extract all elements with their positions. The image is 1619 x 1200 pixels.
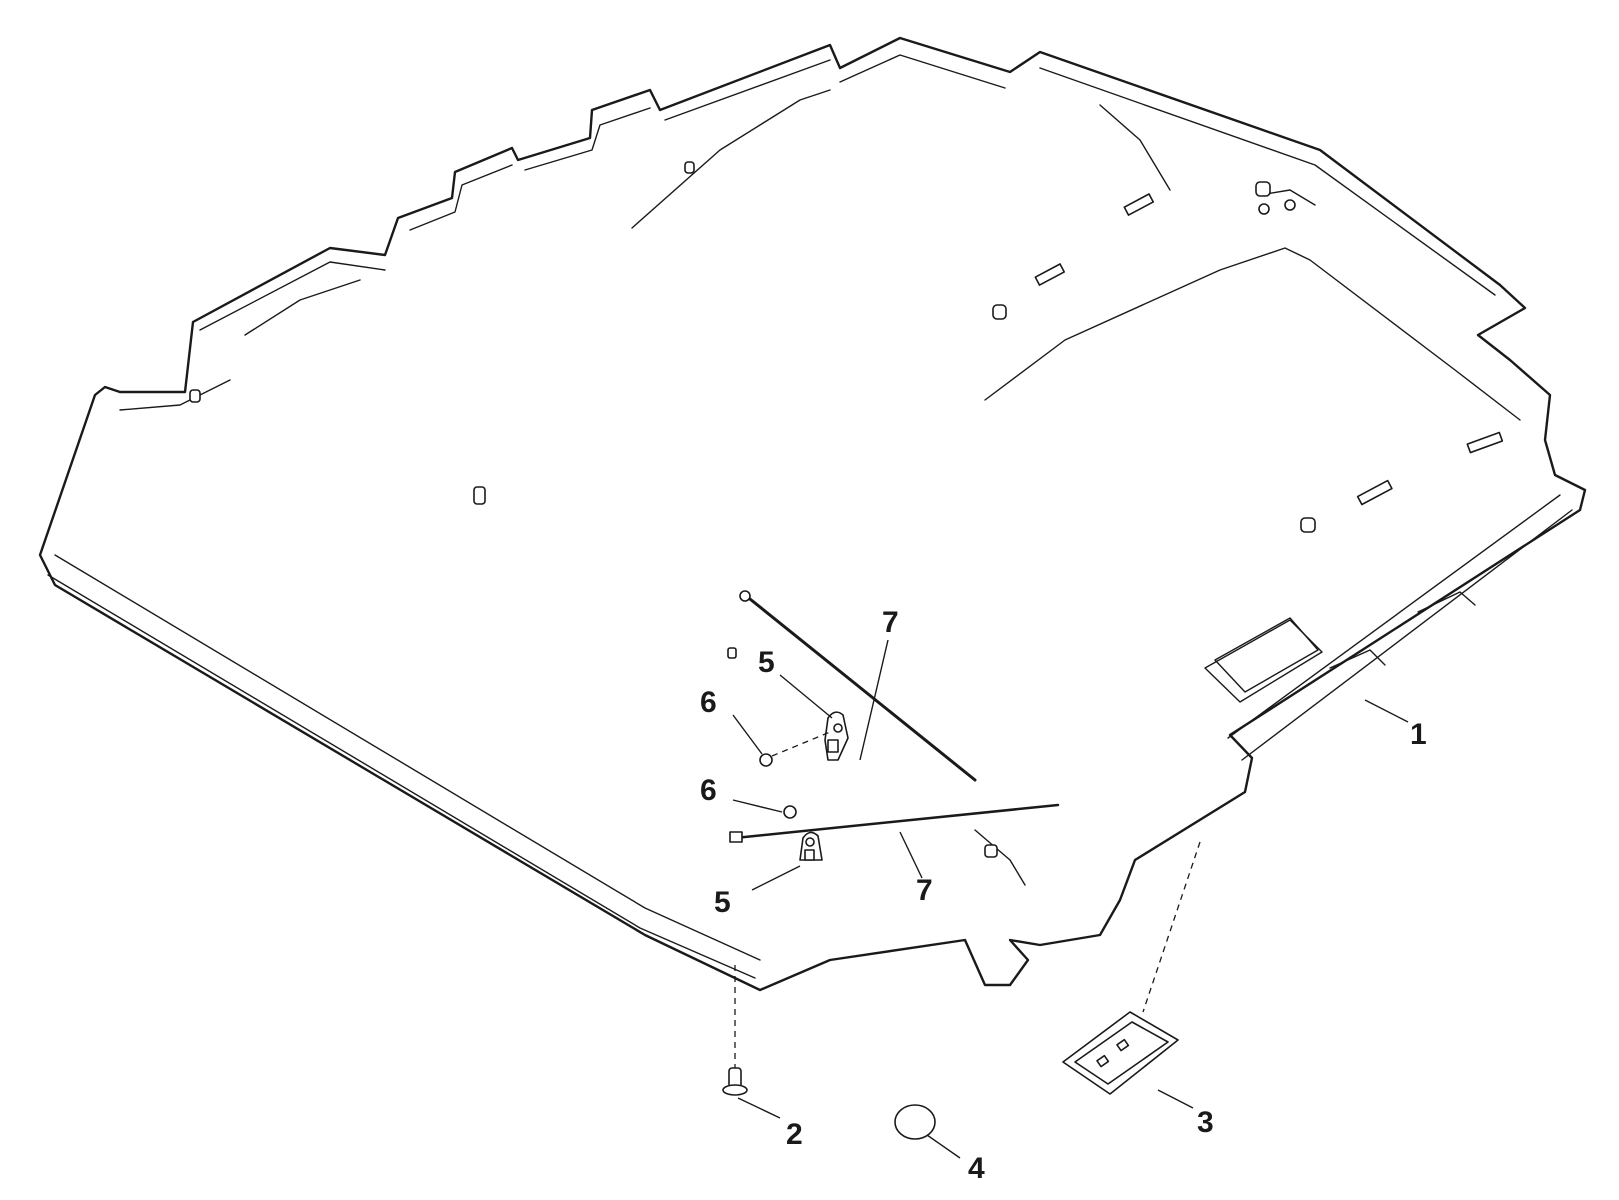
callout-2: 2: [786, 1118, 803, 1151]
strap-ties: [729, 590, 1060, 843]
screw-lower: [783, 805, 797, 819]
callout-3: 3: [1197, 1106, 1214, 1139]
clip-lower: [799, 831, 823, 861]
clip-upper: [824, 711, 849, 761]
callout-5-lower: 5: [714, 886, 731, 919]
callout-7-upper: 7: [882, 606, 899, 639]
lamp-part: [1062, 841, 1201, 1095]
screw-upper: [759, 731, 831, 767]
callout-6-upper: 6: [700, 686, 717, 719]
leader-lines: [732, 639, 1409, 1159]
callout-6-lower: 6: [700, 774, 717, 807]
callouts: 1 2 3 4 5 5 6 6 7 7: [700, 606, 1427, 1185]
callout-5-upper: 5: [758, 646, 775, 679]
panel-pins: [189, 161, 1504, 858]
pin-part: [722, 965, 748, 1096]
headliner-outline: [38, 36, 1587, 992]
plug-part: [894, 1104, 936, 1140]
headliner-panel: [38, 36, 1587, 992]
callout-7-lower: 7: [916, 874, 933, 907]
callout-1: 1: [1410, 718, 1427, 751]
callout-4: 4: [968, 1152, 985, 1185]
